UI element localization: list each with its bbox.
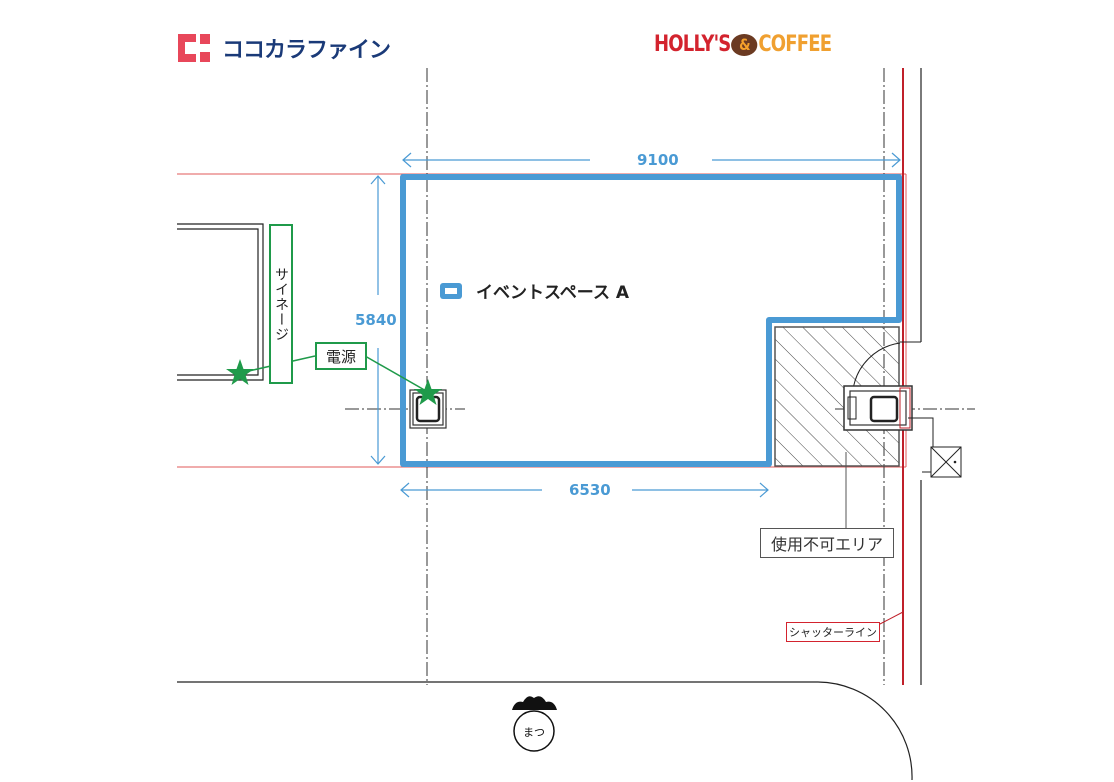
dimension-label-width-top: 9100 (637, 151, 679, 169)
hollys-text: HOLLY'S (654, 32, 731, 57)
cocokara-mark-icon (178, 34, 210, 62)
signage-label: サイネージ (269, 224, 293, 384)
power-star-icon (414, 379, 442, 405)
cocokara-fine-name: ココカラファイン (222, 38, 391, 63)
shutter-line-label: シャッターライン (786, 622, 880, 642)
event-space-legend: イベントスペース A (440, 278, 629, 303)
road-edge (177, 681, 913, 781)
unusable-area-label: 使用不可エリア (760, 528, 894, 558)
event-space-label: イベントスペース A (476, 283, 630, 303)
dimension-label-height: 5840 (355, 311, 397, 329)
coffee-text: COFFEE (758, 32, 832, 57)
hollys-coffee-logo: HOLLY'S & COFFEE (654, 32, 832, 57)
blue-rectangle-icon (440, 282, 462, 299)
dimension-label-width-bottom: 6530 (569, 481, 611, 499)
dimension-6530 (400, 482, 769, 498)
dimension-9100 (402, 152, 901, 168)
dimension-5840 (370, 175, 386, 465)
coffee-bean-icon: & (731, 33, 758, 56)
cocokara-fine-logo: ココカラファイン (178, 33, 391, 63)
power-label: 電源 (315, 342, 367, 370)
power-star-icon (226, 359, 254, 385)
matsukawa-crest-icon: まつ (512, 696, 557, 752)
event-space-outline (400, 174, 902, 467)
svg-text:まつ: まつ (523, 726, 545, 739)
